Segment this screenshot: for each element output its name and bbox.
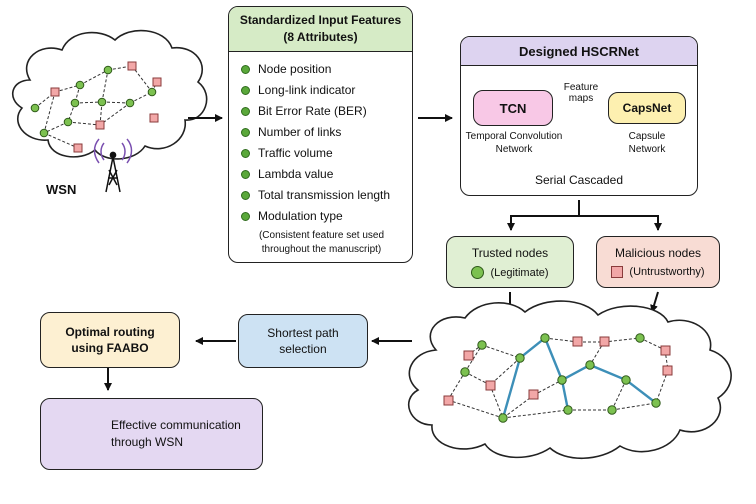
feature-item: Number of links <box>241 125 341 139</box>
communication-box: Effective communication through WSN <box>40 398 263 470</box>
network-nodes <box>443 333 673 423</box>
tcn-description: Temporal Convolution Network <box>465 131 563 155</box>
network-cloud <box>407 300 732 460</box>
shortest-path-box: Shortest path selection <box>238 314 368 368</box>
bullet-icon <box>241 85 250 95</box>
wsn-cloud <box>11 29 208 160</box>
wsn-tower-icon <box>93 138 133 193</box>
trusted-nodes-subtitle: (Legitimate) <box>447 266 573 279</box>
bullet-icon <box>241 127 250 137</box>
feature-item: Traffic volume <box>241 146 333 160</box>
feature-item: Bit Error Rate (BER) <box>241 104 367 118</box>
bullet-icon <box>241 106 250 116</box>
trusted-nodes-title: Trusted nodes <box>471 246 549 260</box>
wsn-nodes <box>30 61 162 153</box>
malicious-nodes-title: Malicious nodes <box>614 246 702 260</box>
feature-item: Lambda value <box>241 167 333 181</box>
communication-label: Effective communication through WSN <box>111 418 241 449</box>
trusted-nodes-box: Trusted nodes (Legitimate) <box>446 236 574 288</box>
capsnet-description: Capsule Network <box>628 131 666 155</box>
flow-arrows <box>104 114 662 391</box>
malicious-nodes-box: Malicious nodes (Untrustworthy) <box>596 236 720 288</box>
bullet-icon <box>241 211 250 221</box>
features-title: Standardized Input Features <box>239 13 402 27</box>
feature-item: Modulation type <box>241 209 343 223</box>
bullet-icon <box>241 190 250 200</box>
capsnet-block: CapsNet <box>608 92 686 124</box>
features-header: Standardized Input Features (8 Attribute… <box>229 7 412 52</box>
feature-item: Total transmission length <box>241 188 390 202</box>
features-subtitle: (8 Attributes) <box>283 30 358 44</box>
malicious-nodes-subtitle: (Untrustworthy) <box>597 266 719 278</box>
tcn-block: TCN <box>473 90 553 126</box>
features-note: (Consistent feature set used throughout … <box>258 230 385 255</box>
features-panel: Standardized Input Features (8 Attribute… <box>228 6 413 263</box>
feature-maps-label: Feature maps <box>563 82 599 104</box>
bullet-icon <box>241 169 250 179</box>
feature-item: Long-link indicator <box>241 83 355 97</box>
bullet-icon <box>241 148 250 158</box>
serial-cascaded-label: Serial Cascaded <box>534 173 624 187</box>
feature-item: Node position <box>241 62 331 76</box>
green-node-icon <box>471 266 485 279</box>
red-node-icon <box>611 266 624 278</box>
hscrnet-title: Designed HSCRNet <box>461 37 697 66</box>
wsn-label: WSN <box>46 182 77 197</box>
optimal-routing-box: Optimal routing using FAABO <box>40 312 180 368</box>
bullet-icon <box>241 64 250 74</box>
